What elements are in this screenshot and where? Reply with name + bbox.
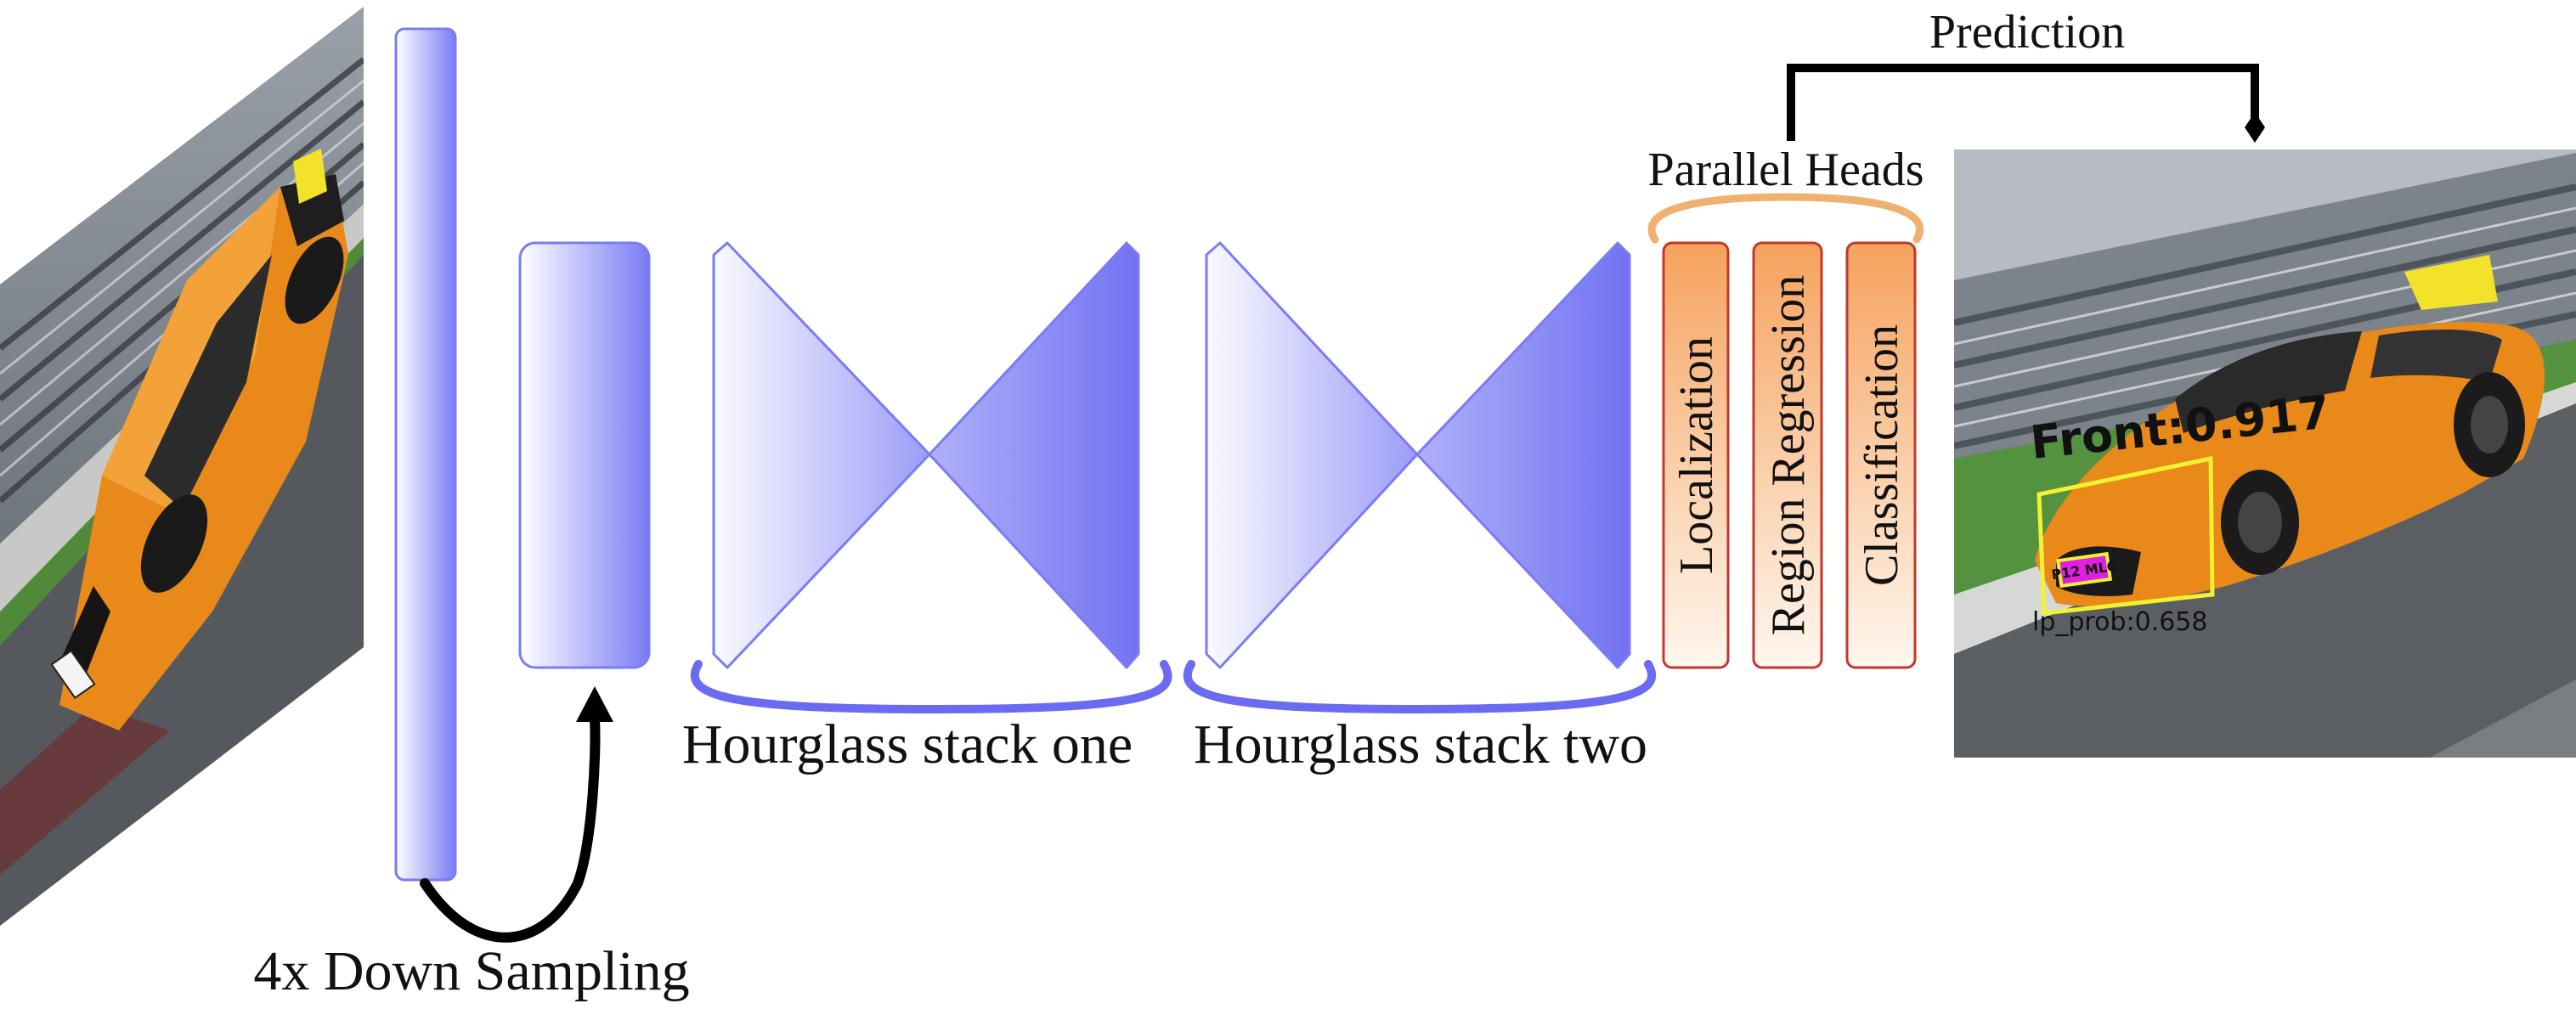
stem-block-small (518, 241, 651, 669)
head-localization-label: Localization (1670, 336, 1723, 574)
head-classification: Classification (1845, 241, 1917, 669)
head-region-regression: Region Regression (1752, 241, 1823, 669)
hourglass-one-bracket (690, 660, 1172, 714)
hourglass-stack-two (1183, 241, 1657, 714)
hourglass-stack-one (690, 241, 1172, 714)
parallel-heads-label: Parallel Heads (1648, 144, 1924, 196)
hourglass-two-bracket (1183, 660, 1657, 714)
input-car (50, 149, 348, 730)
lp-detection-label: lp_prob:0.658 (2032, 607, 2207, 637)
prediction-label: Prediction (1929, 6, 2125, 59)
head-localization: Localization (1662, 241, 1730, 669)
output-car (2035, 255, 2545, 606)
down-sampling-arrow (420, 686, 613, 943)
hourglass-one-label: Hourglass stack one (682, 713, 1133, 775)
stem-block-tall (394, 27, 457, 882)
prediction-arrow (1787, 64, 2265, 143)
front-detection-box (2037, 455, 2215, 616)
hourglass-two-label: Hourglass stack two (1194, 713, 1647, 775)
plate-detection-box (2055, 551, 2113, 589)
parallel-heads-bracket (1647, 193, 1924, 244)
output-image: Front:0.917 P12 MLC lp_prob:0.658 (1954, 149, 2576, 758)
input-image (0, 7, 364, 926)
head-region-regression-label: Region Regression (1762, 275, 1815, 636)
head-classification-label: Classification (1856, 324, 1908, 586)
down-sampling-label: 4x Down Sampling (253, 940, 689, 1002)
